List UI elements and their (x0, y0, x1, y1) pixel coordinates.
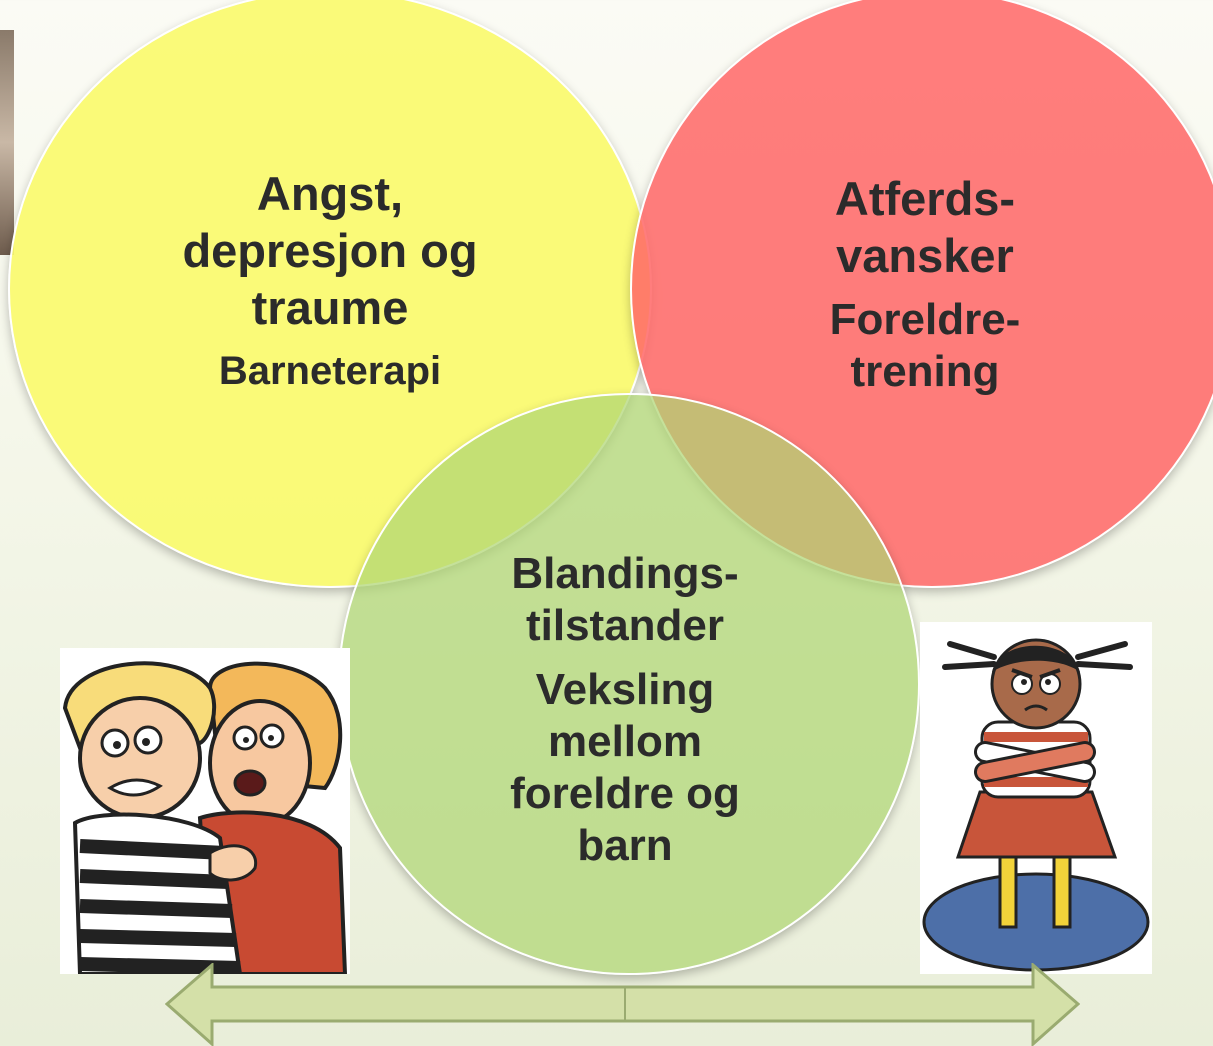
angry-girl-illustration (922, 638, 1150, 972)
label-title: Angst, depresjon og traume (182, 167, 478, 334)
cartoon-angry-girl (920, 622, 1152, 974)
hugging-figures-illustration (62, 661, 348, 976)
label-conduct-problems: Atferds- vansker Foreldre- trening (745, 170, 1105, 398)
label-mixed-conditions: Blandings- tilstander Veksling mellom fo… (430, 548, 820, 872)
label-subtitle: Veksling mellom foreldre og barn (510, 665, 740, 870)
cropped-photo-edge (0, 30, 14, 255)
circle-mixed-conditions (338, 393, 920, 975)
label-subtitle: Foreldre- trening (829, 295, 1021, 396)
label-subtitle: Barneterapi (218, 349, 442, 393)
label-title: Blandings- tilstander (511, 549, 739, 650)
label-anxiety-depression: Angst, depresjon og traume Barneterapi (120, 165, 540, 396)
cartoon-hugging-figures (60, 648, 350, 976)
double-arrow (165, 963, 1080, 1046)
label-title: Atferds- vansker (834, 172, 1016, 282)
